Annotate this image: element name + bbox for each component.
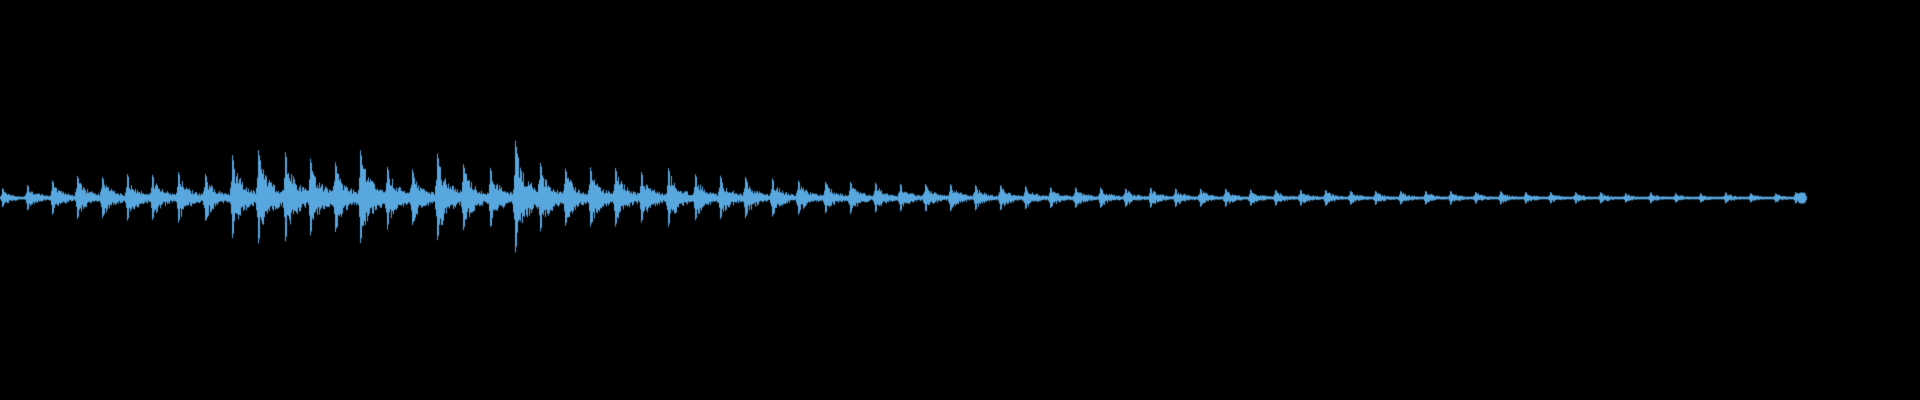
audio-waveform-canvas [0,0,1920,400]
waveform-viewport [0,0,1920,400]
